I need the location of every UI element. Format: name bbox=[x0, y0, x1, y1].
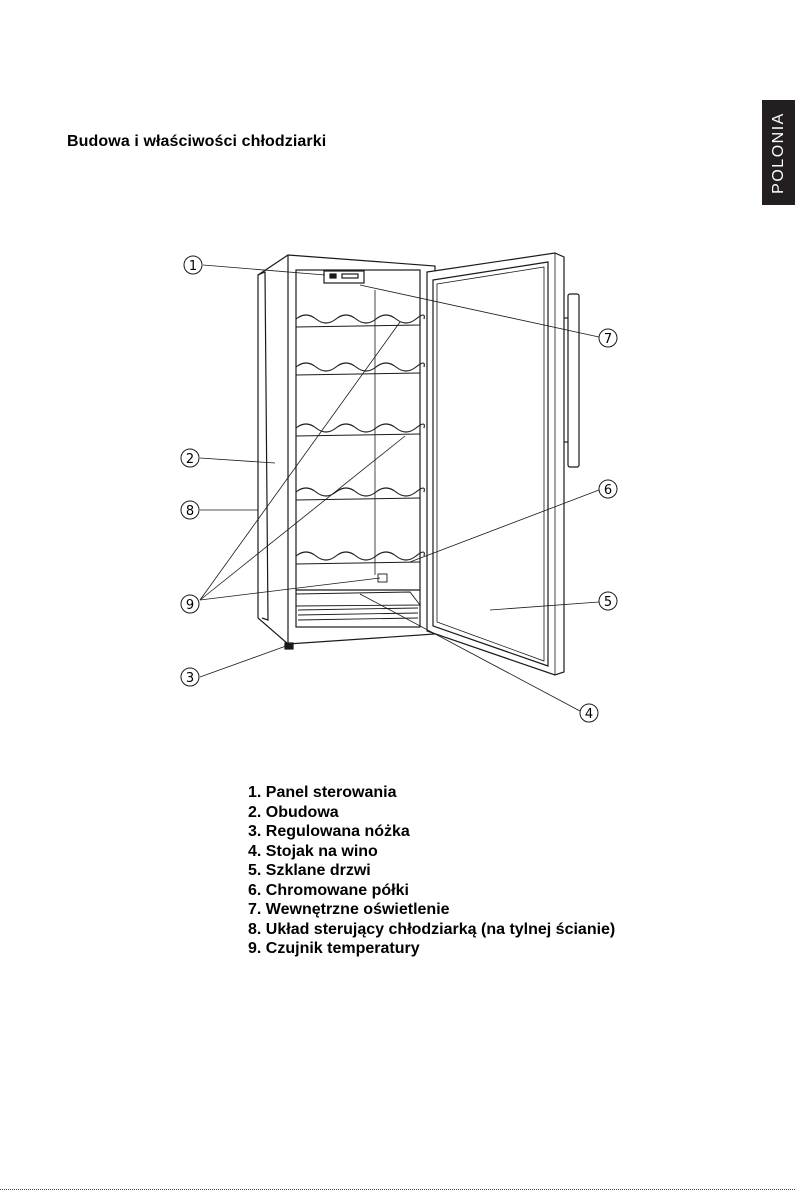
control-panel bbox=[324, 271, 364, 283]
callout-9: 9 bbox=[181, 595, 199, 613]
legend-item: 8. Układ sterujący chłodziarką (na tylne… bbox=[248, 920, 615, 940]
cabinet-body bbox=[258, 255, 435, 644]
legend-item: 4. Stojak na wino bbox=[248, 842, 615, 862]
fridge-diagram: 1 7 2 6 8 9 5 3 4 bbox=[0, 0, 795, 760]
legend-item: 3. Regulowana nóżka bbox=[248, 822, 615, 842]
legend-item: 1. Panel sterowania bbox=[248, 783, 615, 803]
legend-item: 7. Wewnętrzne oświetlenie bbox=[248, 900, 615, 920]
callout-6: 6 bbox=[599, 480, 617, 498]
callout-1: 1 bbox=[184, 256, 202, 274]
legend-item: 5. Szklane drzwi bbox=[248, 861, 615, 881]
svg-text:6: 6 bbox=[604, 483, 612, 498]
callout-8: 8 bbox=[181, 501, 199, 519]
svg-text:7: 7 bbox=[604, 332, 612, 347]
svg-text:2: 2 bbox=[186, 452, 194, 467]
svg-text:9: 9 bbox=[186, 598, 194, 613]
callout-3: 3 bbox=[181, 668, 199, 686]
legend-item: 2. Obudowa bbox=[248, 803, 615, 823]
legend-item: 9. Czujnik temperatury bbox=[248, 939, 615, 959]
callout-5: 5 bbox=[599, 592, 617, 610]
svg-text:4: 4 bbox=[585, 707, 593, 722]
glass-door bbox=[427, 253, 564, 675]
adjustable-foot bbox=[285, 643, 293, 649]
parts-legend: 1. Panel sterowania 2. Obudowa 3. Regulo… bbox=[248, 783, 615, 959]
footer-rule bbox=[0, 1189, 795, 1190]
svg-text:3: 3 bbox=[186, 671, 194, 686]
door-handle bbox=[564, 294, 579, 467]
callout-2: 2 bbox=[181, 449, 199, 467]
svg-text:1: 1 bbox=[189, 259, 197, 274]
svg-text:8: 8 bbox=[186, 504, 194, 519]
svg-text:5: 5 bbox=[604, 595, 612, 610]
callout-7: 7 bbox=[599, 329, 617, 347]
callout-4: 4 bbox=[580, 704, 598, 722]
legend-item: 6. Chromowane półki bbox=[248, 881, 615, 901]
